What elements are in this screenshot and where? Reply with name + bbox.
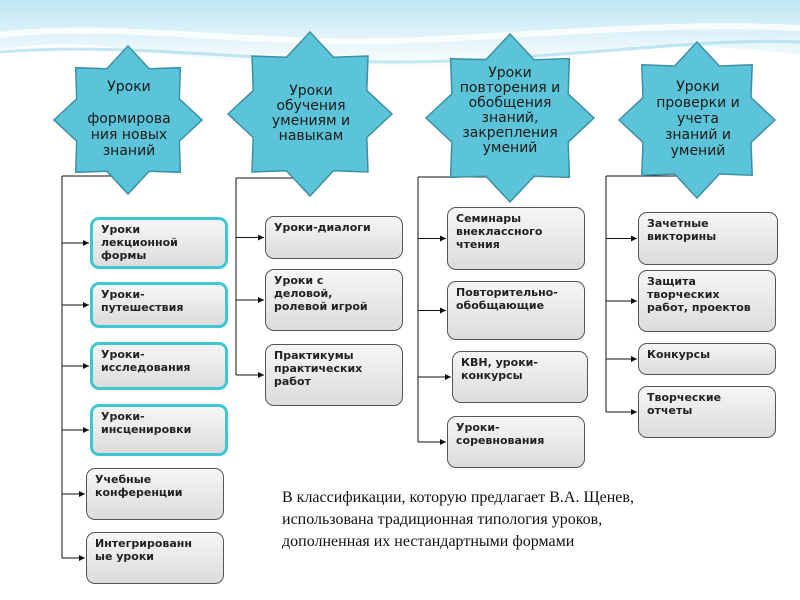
arrow-head	[440, 307, 446, 314]
header-star-assessment	[617, 40, 777, 200]
arrow-head	[445, 374, 451, 380]
arrow-head	[258, 297, 264, 303]
lesson-type-box: Повторительно- обобщающие	[447, 281, 585, 340]
arrow-head	[631, 409, 637, 415]
arrow-head	[631, 356, 637, 362]
lesson-type-box: Защита творческих работ, проектов	[638, 270, 776, 332]
header-star-new-knowledge	[52, 44, 204, 196]
arrow-head	[83, 302, 89, 308]
lesson-type-box: Учебные конференции	[86, 468, 224, 520]
column-header-label: Уроки обучения умениям и навыкам	[271, 83, 351, 144]
column-header-label: Уроки повторения и обобщения знаний, зак…	[459, 65, 561, 156]
lesson-type-box: КВН, уроки- конкурсы	[452, 351, 588, 403]
arrow-head	[83, 240, 89, 246]
lesson-type-box: Конкурсы	[638, 343, 776, 375]
arrow-head	[79, 491, 85, 497]
lesson-type-box: Уроки- соревнования	[447, 416, 585, 468]
arrow-head	[83, 363, 89, 369]
lesson-type-box: Творческие отчеты	[638, 386, 776, 438]
lesson-type-box: Уроки- инсценировки	[90, 404, 228, 456]
header-star-review	[424, 32, 596, 204]
lesson-type-box: Уроки с деловой, ролевой игрой	[265, 269, 403, 331]
lesson-type-box: Зачетные викторины	[638, 212, 778, 265]
lesson-type-box: Интегрированн ые уроки	[86, 532, 224, 584]
arrow-head	[631, 235, 637, 242]
lesson-type-box: Семинары внеклассного чтения	[447, 207, 585, 270]
arrow-head	[440, 235, 446, 242]
arrow-head	[79, 555, 85, 561]
arrow-head	[631, 298, 637, 304]
column-header-label: Уроки проверки и учета знаний и умений	[656, 79, 740, 159]
lesson-type-box: Уроки- путешествия	[90, 282, 228, 328]
classification-note: В классификации, которую предлагает В.А.…	[282, 489, 634, 550]
arrow-head	[258, 372, 264, 378]
arrow-head	[440, 439, 446, 445]
lesson-type-box: Уроки-диалоги	[265, 216, 403, 259]
arrow-head	[258, 234, 264, 241]
lesson-type-box: Практикумы практических работ	[265, 344, 403, 406]
lesson-type-box: Уроки- исследования	[90, 342, 228, 390]
header-star-skills	[226, 30, 394, 198]
column-header-label: Уроки формирова ния новых знаний	[87, 79, 171, 159]
arrow-head	[83, 427, 89, 433]
lesson-type-box: Уроки лекционной формы	[90, 217, 228, 269]
wave-line	[0, 23, 800, 45]
